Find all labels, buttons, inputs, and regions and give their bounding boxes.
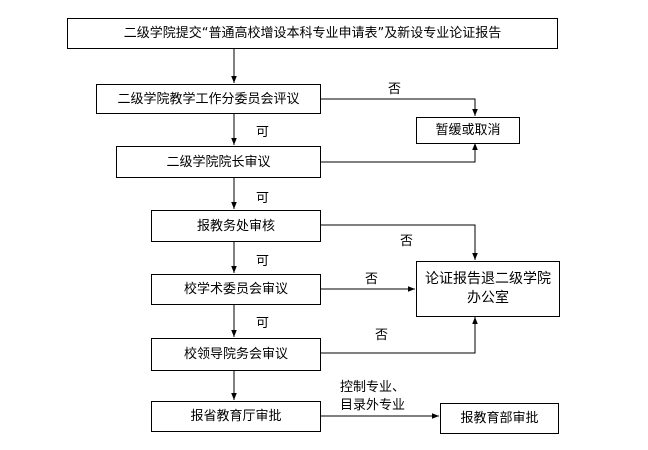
node-dean-review: 二级学院院长审议	[116, 146, 321, 178]
label-no-3: 否	[365, 272, 379, 287]
arrow-n3-r1	[320, 143, 478, 163]
label-out-of-catalog-majors: 目录外专业	[340, 398, 406, 413]
arrow-n2-r1	[320, 98, 478, 116]
node-teaching-subcommittee-review: 二级学院教学工作分委员会评议	[96, 84, 321, 114]
node-return-to-college-office: 论证报告退二级学院办公室	[416, 261, 560, 317]
arrow-n6-r2	[320, 317, 478, 354]
node-college-submission: 二级学院提交“普通高校增设本科专业申请表”及新设专业论证报告	[67, 18, 558, 49]
node-provincial-approval: 报省教育厅审批	[151, 401, 321, 432]
label-yes-3: 可	[256, 254, 270, 269]
label-no-4: 否	[375, 328, 389, 343]
label-no-1: 否	[388, 82, 402, 97]
label-yes-1: 可	[256, 125, 270, 140]
node-academic-committee-review: 校学术委员会审议	[151, 274, 321, 305]
node-ministry-approval: 报教育部审批	[440, 403, 559, 434]
arrow-n4-r2	[320, 224, 478, 260]
label-yes-4: 可	[256, 316, 270, 331]
node-academic-affairs-audit: 报教务处审核	[151, 210, 321, 242]
label-control-majors: 控制专业、	[340, 380, 406, 395]
node-postpone-or-cancel: 暂缓或取消	[416, 117, 520, 144]
node-leadership-meeting-review: 校领导院务会审议	[151, 338, 321, 371]
label-no-2: 否	[400, 234, 414, 249]
label-yes-2: 可	[256, 191, 270, 206]
